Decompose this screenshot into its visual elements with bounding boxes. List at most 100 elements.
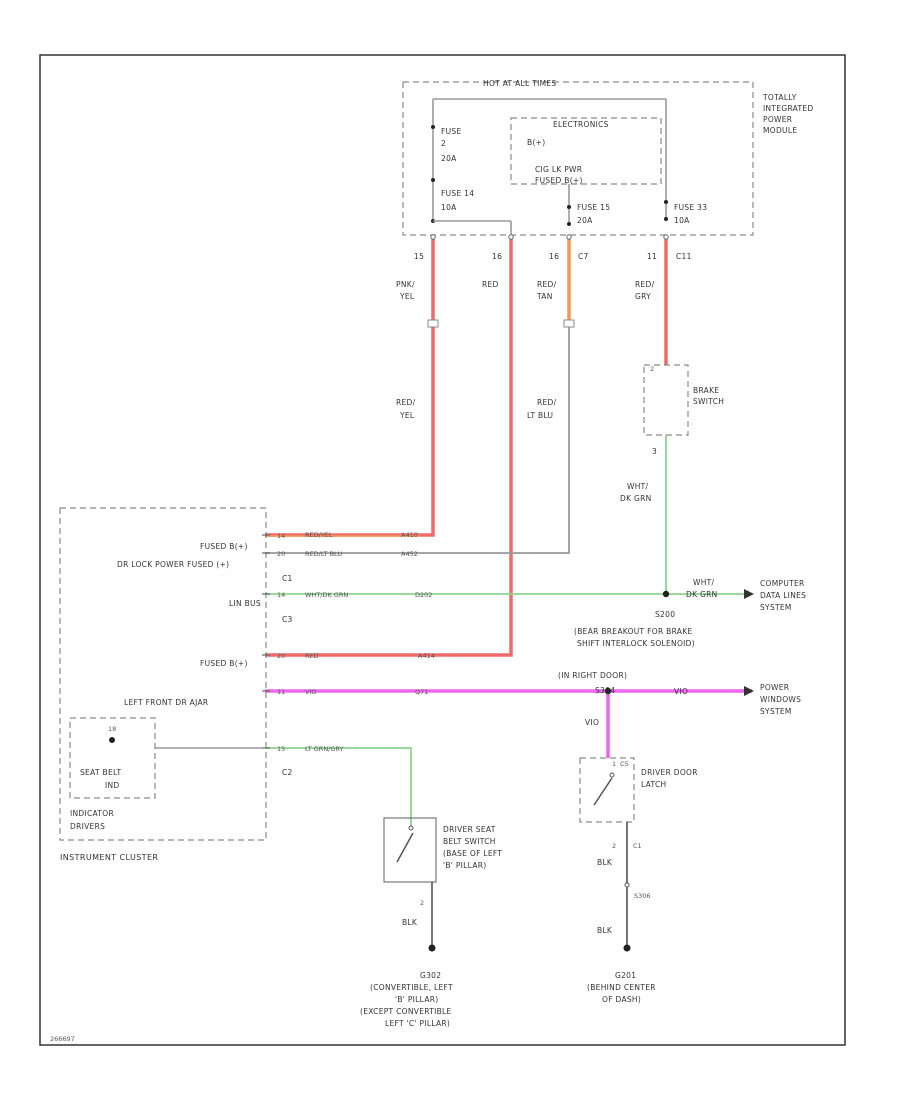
wire-4-upper-label-1: RED/ [635, 280, 655, 289]
wire-1-lower-label-1: RED/ [396, 398, 416, 407]
row3-circuit-label: D202 [415, 591, 432, 599]
row6-wire-label: LT GRN/GRY [305, 745, 344, 753]
cigar-fuse-line-2: FUSED B(+) [535, 176, 583, 185]
electronics-box [510, 117, 662, 185]
ground-g302-desc-2: 'B' PILLAR) [395, 995, 438, 1004]
tipm-pin-4: 11 [647, 252, 657, 261]
cigar-fuse-line-1: CIG LK PWR [535, 165, 582, 174]
ground-g302 [428, 944, 436, 952]
fuse-c-terminal-bottom [567, 222, 571, 226]
seat-ground-wire-label: BLK [402, 918, 418, 927]
ground-g302-desc-3: (EXCEPT CONVERTIBLE [360, 1007, 452, 1016]
vio-right-label: VIO [674, 687, 688, 696]
fuse-c-name: FUSE 15 [577, 203, 610, 212]
ground-g201-desc-2: OF DASH) [602, 995, 641, 1004]
tipm-title-line-4: MODULE [763, 126, 797, 135]
fuse-a-amps: 20A [441, 154, 457, 163]
wire-3-upper-label-1: RED/ [537, 280, 557, 289]
seat-switch-arm [396, 832, 414, 863]
door-latch-pin-top: 1 [612, 760, 616, 768]
seat-switch-label-4: 'B' PILLAR) [443, 861, 486, 870]
seat-switch-label-2: BELT SWITCH [443, 837, 496, 846]
cluster-pin-6-num: 15 [277, 745, 285, 753]
wire-lt-grn-gry [265, 747, 412, 826]
instrument-cluster-box [59, 507, 267, 841]
wire-3-upper-label-2: TAN [536, 292, 553, 301]
door-ground-joint [624, 882, 630, 888]
cluster-pin-3-label: LIN BUS [229, 599, 261, 608]
row1-circuit-label: A410 [401, 531, 418, 539]
fuse-d-terminal-top [664, 200, 668, 204]
wire-4-upper-label-2: GRY [635, 292, 651, 301]
fuse-d-terminal-bottom [664, 217, 668, 221]
ground-g201-id: G201 [615, 971, 636, 980]
door-ground-wire-label: BLK [597, 858, 613, 867]
tipm-title-line-1: TOTALLY [762, 93, 797, 102]
tipm-pin-4-end [663, 234, 669, 240]
power-windows-label-1: POWER [760, 683, 789, 692]
row3-wire-label: WHT/DK GRN [305, 591, 348, 599]
fuse-b-amps: 10A [441, 203, 457, 212]
tipm-pin-1: 15 [414, 252, 424, 261]
ground-g302-desc-4: LEFT 'C' PILLAR) [385, 1019, 450, 1028]
row4-wire-label: RED [305, 652, 319, 660]
tipm-box [402, 81, 754, 236]
cluster-pin-2-connector: C1 [282, 574, 293, 583]
door-drop-wire-label: VIO [585, 718, 599, 727]
tipm-pin-4-connector: C11 [676, 252, 692, 261]
wire-1-upper-label-2: YEL [399, 292, 415, 301]
door-latch-pin-top-connector: C5 [620, 760, 629, 768]
wire-red-yel [265, 236, 435, 537]
row2-wire-label: RED/LT BLU [305, 550, 342, 558]
wire-3-lower-label-1: RED/ [537, 398, 557, 407]
brake-out-label-2: DK GRN [620, 494, 652, 503]
door-latch-box [579, 757, 635, 823]
cluster-pin-5-num: 11 [277, 688, 285, 696]
door-latch-contact [609, 772, 615, 778]
splice-s200 [662, 590, 670, 598]
ground-g201 [623, 944, 631, 952]
door-ground-joint-id: S306 [634, 892, 651, 900]
tipm-title-line-3: POWER [763, 115, 792, 124]
power-windows-arrow [744, 686, 754, 696]
door-latch-label-2: LATCH [641, 780, 666, 789]
tipm-pin-3-end [566, 234, 572, 240]
door-latch-label-1: DRIVER DOOR [641, 768, 698, 777]
power-windows-label-3: SYSTEM [760, 707, 792, 716]
computer-data-label-3: SYSTEM [760, 603, 792, 612]
brake-switch-pin-top: 2 [650, 365, 654, 373]
cluster-pin-4-label: FUSED B(+) [200, 659, 248, 668]
row5-wire-label: VIO [305, 688, 316, 696]
seat-belt-ind-line-2: IND [105, 781, 120, 790]
brake-switch-pin-bottom: 3 [652, 447, 657, 456]
connector-tick-1 [427, 319, 439, 328]
row2-circuit-label: A452 [401, 550, 418, 558]
tipm-title-line-2: INTEGRATED [763, 104, 814, 113]
row4-circuit-label: A414 [418, 652, 435, 660]
brake-out-label-1: WHT/ [627, 482, 649, 491]
fuse-c-terminal-top [567, 205, 571, 209]
row5-circuit-label: Q71 [415, 688, 428, 696]
row1-wire-label: RED/YEL [305, 531, 333, 539]
splice-s200-desc-1: (BEAR BREAKOUT FOR BRAKE [574, 627, 692, 636]
seat-switch-label-1: DRIVER SEAT [443, 825, 496, 834]
cluster-pin-3-num: 14 [277, 591, 285, 599]
electronics-label: ELECTRONICS [553, 120, 609, 129]
indicator-label-2: DRIVERS [70, 822, 105, 831]
ground-g302-desc-1: (CONVERTIBLE, LEFT [370, 983, 453, 992]
seat-belt-ind-line-1: SEAT BELT [80, 768, 121, 777]
cluster-pin-2-num: 20 [277, 550, 285, 558]
electronics-bplus-label: B(+) [527, 138, 545, 147]
ground-g201-desc-1: (BEHIND CENTER [587, 983, 656, 992]
fuse-d-name: FUSE 33 [674, 203, 707, 212]
fuse-b-name: FUSE 14 [441, 189, 474, 198]
indicator-bulb-pin: 18 [108, 725, 116, 733]
tipm-pin-2-end [508, 234, 514, 240]
splice-right-door [604, 687, 612, 695]
tipm-pin-1-end [430, 234, 436, 240]
door-latch-switch-arm [593, 777, 613, 806]
fuse-a-terminal-bottom [431, 178, 435, 182]
fuse-a-number: 2 [441, 139, 446, 148]
wire-red-lt-blu [265, 322, 570, 554]
